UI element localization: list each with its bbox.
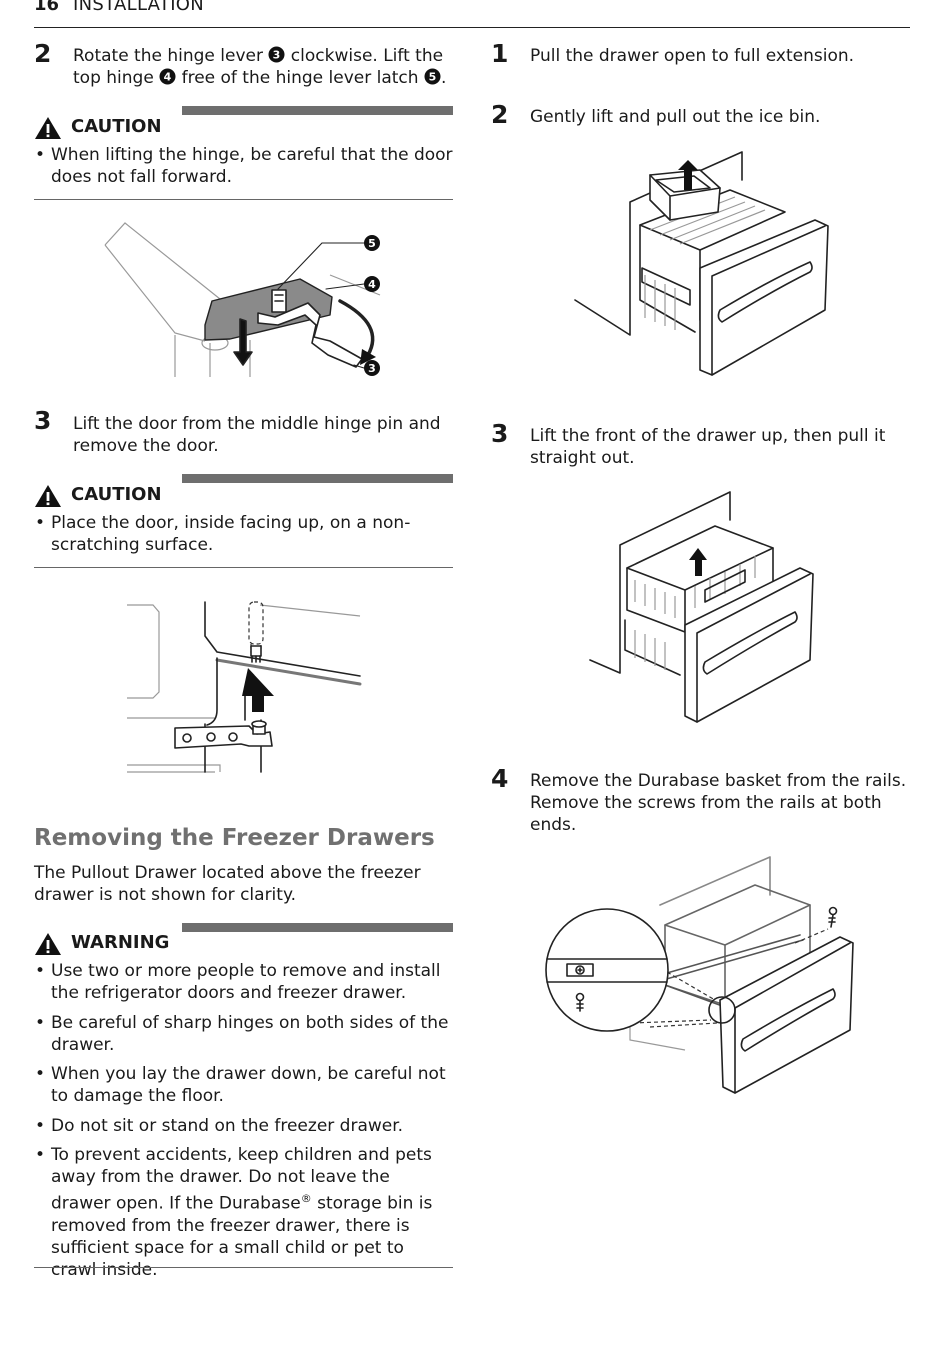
list-item: Do not sit or stand on the freezer drawe… <box>34 1115 454 1137</box>
caution-list: Place the door, inside facing up, on a n… <box>34 512 454 564</box>
list-item: To prevent accidents, keep children and … <box>34 1144 454 1281</box>
list-item: Use two or more people to remove and ins… <box>34 960 454 1004</box>
step-1-instruction: Pull the drawer open to full extension. <box>530 46 855 66</box>
callout-number: 5 <box>368 237 376 250</box>
step-number: 2 <box>34 39 52 68</box>
warning-label: WARNING <box>71 932 170 953</box>
callout-number: 4 <box>164 71 172 84</box>
caution-label: CAUTION <box>71 116 162 137</box>
step-2-instruction: Rotate the hinge lever 3 clockwise. Lift… <box>73 45 458 89</box>
list-item-text: To prevent accidents, keep children and … <box>51 1145 432 1214</box>
callout-4-icon: 4 <box>159 68 176 88</box>
warning-bar <box>182 923 453 932</box>
drawer-lift-figure <box>589 491 814 723</box>
warning-triangle-icon <box>34 932 62 960</box>
ice-bin-figure <box>574 151 829 376</box>
warning-triangle-icon <box>34 484 62 512</box>
step-number: 3 <box>491 419 509 448</box>
header-rule <box>34 27 910 28</box>
step-text-part: Rotate the hinge lever <box>73 46 269 66</box>
middle-hinge-figure <box>127 601 362 773</box>
list-item: Be careful of sharp hinges on both sides… <box>34 1012 454 1056</box>
list-item: Place the door, inside facing up, on a n… <box>34 512 454 556</box>
warning-list: Use two or more people to remove and ins… <box>34 960 454 1288</box>
list-item: When lifting the hinge, be careful that … <box>34 144 454 188</box>
section-title: Removing the Freezer Drawers <box>34 825 435 851</box>
warning-divider <box>34 1267 453 1268</box>
section-intro: The Pullout Drawer located above the fre… <box>34 863 421 905</box>
step-number: 3 <box>34 406 52 435</box>
caution-divider <box>34 567 453 568</box>
hinge-lever-figure: 5 4 3 <box>104 222 381 377</box>
warning-triangle-icon <box>34 116 62 144</box>
callout-5-icon: 5 <box>364 235 380 251</box>
step-3-instruction: Lift the door from the middle hinge pin … <box>73 414 441 456</box>
caution-bar <box>182 474 453 483</box>
callout-number: 3 <box>273 49 281 62</box>
step-3-instruction: Lift the front of the drawer up, then pu… <box>530 426 886 468</box>
page-number: 16 <box>34 0 60 15</box>
callout-number: 3 <box>368 362 376 375</box>
step-number: 4 <box>491 764 509 793</box>
step-number: 1 <box>491 39 509 68</box>
caution-divider <box>34 199 453 200</box>
callout-3-icon: 3 <box>364 360 380 376</box>
callout-5-icon: 5 <box>424 68 441 88</box>
step-number: 2 <box>491 100 509 129</box>
caution-bar <box>182 106 453 115</box>
step-text-part: clockwise. Lift the top hinge <box>73 46 444 88</box>
callout-3-icon: 3 <box>268 46 285 66</box>
registered-mark: ® <box>300 1192 312 1205</box>
step-4-instruction: Remove the Durabase basket from the rail… <box>530 771 907 835</box>
screw-icon <box>575 992 585 1012</box>
list-item: When you lay the drawer down, be careful… <box>34 1063 454 1107</box>
durabase-rails-figure <box>545 856 854 1094</box>
step-text-part: . <box>440 68 447 88</box>
list-item-text: storage bin is removed from the freezer … <box>51 1193 433 1280</box>
step-2-instruction: Gently lift and pull out the ice bin. <box>530 107 821 127</box>
caution-label: CAUTION <box>71 484 162 505</box>
section-header: INSTALLATION <box>73 0 205 15</box>
step-text-part: free of the hinge lever latch <box>176 68 424 88</box>
callout-number: 4 <box>368 278 376 291</box>
caution-list: When lifting the hinge, be careful that … <box>34 144 454 196</box>
callout-4-icon: 4 <box>364 276 380 292</box>
callout-number: 5 <box>429 71 437 84</box>
screw-icon <box>828 906 838 928</box>
